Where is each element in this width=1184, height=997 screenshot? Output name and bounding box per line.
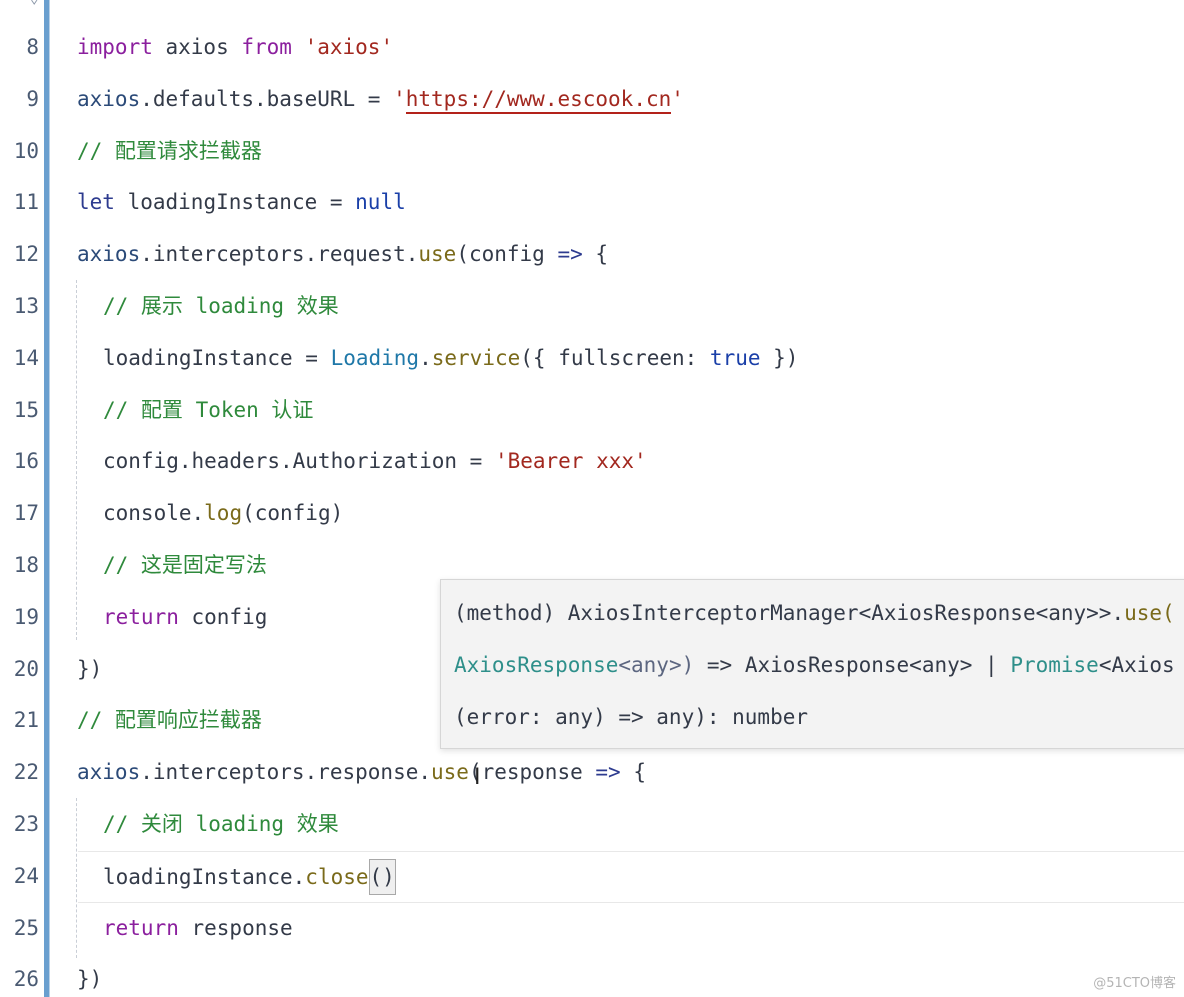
code-line[interactable]: 18 // 这是固定写法 xyxy=(0,548,1184,582)
code-line[interactable]: 15 // 配置 Token 认证 xyxy=(0,393,1184,427)
code-comment: // 这是固定写法 xyxy=(103,553,267,577)
code-line[interactable]: 25 return response xyxy=(0,911,1184,945)
code-line[interactable]: 13 // 展示 loading 效果 xyxy=(0,289,1184,323)
line-number: 12 xyxy=(13,242,39,266)
fold-marker-icon: ⌄ xyxy=(30,0,38,7)
code-text: axios.interceptors.request.use(config =>… xyxy=(77,242,609,266)
line-number: 16 xyxy=(13,449,39,473)
line-number: 8 xyxy=(26,35,39,59)
line-number: 13 xyxy=(13,294,39,318)
line-number: 10 xyxy=(13,139,39,163)
code-line[interactable]: 23 // 关闭 loading 效果 xyxy=(0,807,1184,841)
gutter-edge xyxy=(49,0,50,997)
line-number: 25 xyxy=(13,916,39,940)
code-text: loadingInstance = Loading.service({ full… xyxy=(103,346,799,370)
code-comment: // 配置响应拦截器 xyxy=(77,708,262,732)
indent-guide xyxy=(76,798,78,958)
code-line[interactable]: 14 loadingInstance = Loading.service({ f… xyxy=(0,341,1184,375)
line-number: 14 xyxy=(13,346,39,370)
code-text: }) xyxy=(77,967,103,991)
code-line[interactable]: 12 axios.interceptors.request.use(config… xyxy=(0,237,1184,271)
code-text: axios.defaults.baseURL = 'https://www.es… xyxy=(77,82,684,116)
line-number: 26 xyxy=(13,967,39,991)
tooltip-signature-line: (method) AxiosInterceptorManager<AxiosRe… xyxy=(454,601,1175,625)
code-line[interactable]: 21 // 配置响应拦截器 xyxy=(0,703,1184,737)
code-text: loadingInstance.close() xyxy=(103,859,396,895)
tooltip-signature-line: AxiosResponse<any>) => AxiosResponse<any… xyxy=(454,653,1175,677)
url-link[interactable]: https://www.escook.cn xyxy=(405,87,672,114)
indent-guide xyxy=(76,280,78,640)
code-line[interactable]: 20 }) xyxy=(0,652,1184,686)
code-line[interactable]: 9 axios.defaults.baseURL = 'https://www.… xyxy=(0,82,1184,116)
code-comment: // 展示 loading 效果 xyxy=(103,294,339,318)
code-line[interactable]: 10 // 配置请求拦截器 xyxy=(0,134,1184,168)
tooltip-signature-line: (error: any) => any): number xyxy=(454,705,809,729)
hovered-token[interactable]: use xyxy=(431,760,469,784)
code-text: config.headers.Authorization = 'Bearer x… xyxy=(103,449,647,473)
line-number: 20 xyxy=(13,657,39,681)
code-line[interactable]: 17 console.log(config) xyxy=(0,496,1184,530)
code-comment: // 配置 Token 认证 xyxy=(103,398,314,422)
line-number: 22 xyxy=(13,760,39,784)
hover-tooltip: (method) AxiosInterceptorManager<AxiosRe… xyxy=(440,579,1184,749)
bracket-match-highlight: () xyxy=(368,859,396,895)
line-number: 11 xyxy=(13,190,39,214)
line-number: 15 xyxy=(13,398,39,422)
code-comment: // 关闭 loading 效果 xyxy=(103,812,339,836)
code-line[interactable]: 8 import axios from 'axios' xyxy=(0,30,1184,64)
code-text: import axios from 'axios' xyxy=(77,35,394,59)
code-line[interactable]: 22 axios.interceptors.response.use(respo… xyxy=(0,755,1184,789)
code-text: return response xyxy=(103,916,293,940)
gutter-change-bar xyxy=(44,0,49,997)
code-line[interactable]: 16 config.headers.Authorization = 'Beare… xyxy=(0,444,1184,478)
code-line[interactable]: 11 let loadingInstance = null xyxy=(0,185,1184,219)
line-number: 21 xyxy=(13,708,39,732)
watermark: @51CTO博客 xyxy=(1093,976,1176,991)
code-text: axios.interceptors.response.use(response… xyxy=(77,760,646,784)
code-text: let loadingInstance = null xyxy=(77,190,406,214)
current-line-highlight xyxy=(78,851,1184,903)
line-number: 18 xyxy=(13,553,39,577)
text-cursor-icon: I xyxy=(474,765,481,790)
code-comment: // 配置请求拦截器 xyxy=(77,139,262,163)
line-number: 24 xyxy=(13,864,39,888)
line-number: 23 xyxy=(13,812,39,836)
line-number: 17 xyxy=(13,501,39,525)
code-line[interactable]: 24 loadingInstance.close() xyxy=(0,859,1184,895)
code-line[interactable]: 19 return config xyxy=(0,600,1184,634)
line-number: 9 xyxy=(26,87,39,111)
code-line[interactable]: 26 }) xyxy=(0,962,1184,996)
line-number: 19 xyxy=(13,605,39,629)
code-text: }) xyxy=(77,657,103,681)
code-text: return config xyxy=(103,605,268,629)
code-text: console.log(config) xyxy=(103,501,344,525)
